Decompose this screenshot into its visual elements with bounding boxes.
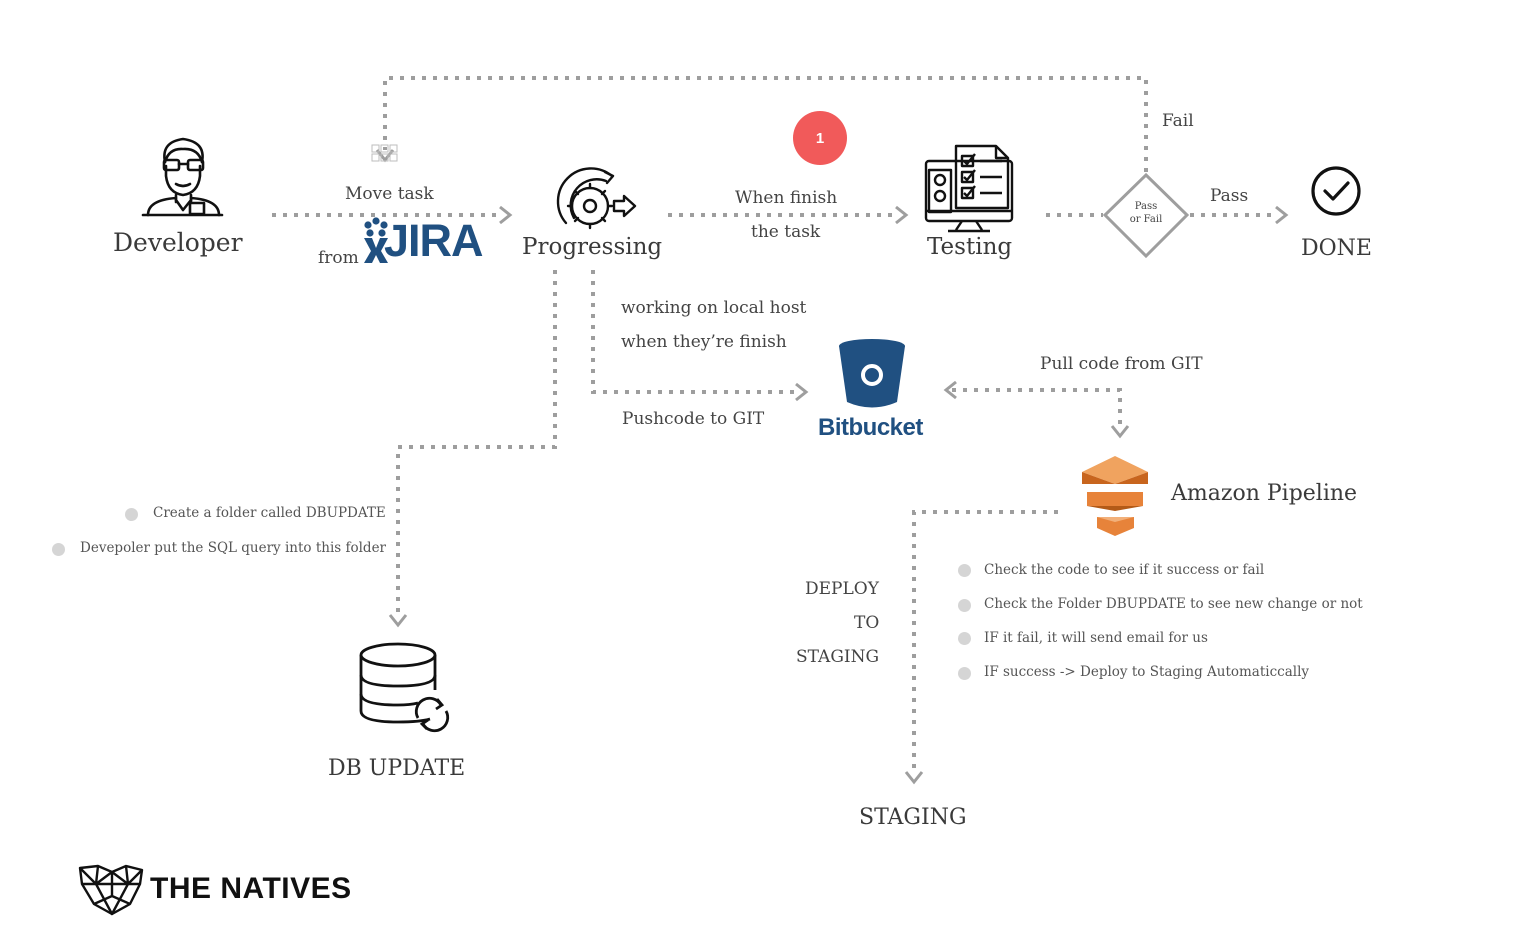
jira-logo-text: JIRA — [384, 215, 484, 266]
deploy-label-line1: DEPLOY — [805, 579, 879, 599]
bullet-dot — [958, 632, 971, 645]
when-theyre-finish-label: when they’re finish — [621, 332, 787, 352]
connector-fail-loop — [383, 76, 1148, 172]
bullet-dot — [52, 543, 65, 556]
db-note-1: Create a folder called DBUPDATE — [153, 505, 386, 521]
arrowhead-testing — [895, 205, 909, 225]
gear-process-icon — [556, 167, 637, 230]
amazon-pipeline-label: Amazon Pipeline — [1171, 481, 1358, 506]
working-local-label: working on local host — [621, 298, 807, 318]
arrowhead-fail-loop — [375, 149, 395, 163]
grid-icon — [371, 144, 398, 162]
when-finish-label: When finish — [735, 188, 838, 208]
arrowhead-staging — [904, 771, 924, 785]
connector-progressing-to-bitbucket — [591, 270, 798, 394]
the-natives-logo-icon — [78, 864, 144, 916]
done-check-icon — [1311, 166, 1361, 216]
decision-label-line1: Pass — [1134, 201, 1158, 212]
amazon-pipeline-icon — [1082, 456, 1148, 536]
bitbucket-logo-text: Bitbucket — [818, 414, 923, 441]
progressing-label: Progressing — [522, 234, 663, 260]
pushcode-label: Pushcode to GIT — [622, 409, 765, 429]
done-label: DONE — [1301, 236, 1372, 261]
arrowhead-bitbucket-left — [943, 380, 957, 400]
pass-label: Pass — [1210, 186, 1249, 206]
the-task-label: the task — [751, 222, 821, 242]
db-note-2: Devepoler put the SQL query into this fo… — [80, 540, 387, 556]
developer-label: Developer — [113, 228, 243, 257]
connector-bitbucket-pipeline — [952, 388, 1122, 428]
bullet-dot — [958, 599, 971, 612]
testing-label: Testing — [927, 234, 1013, 260]
pipeline-note-2: Check the Folder DBUPDATE to see new cha… — [984, 596, 1363, 612]
decision-label: Pass or Fail — [1116, 200, 1176, 226]
arrowhead-db-update — [388, 614, 408, 628]
deploy-label-line2: TO — [854, 613, 880, 633]
pull-code-label: Pull code from GIT — [1040, 354, 1203, 374]
connector-progressing-to-db-update — [396, 270, 557, 615]
step-badge: 1 — [793, 111, 847, 165]
pipeline-note-1: Check the code to see if it success or f… — [984, 562, 1265, 578]
the-natives-logo-text: THE NATIVES — [150, 872, 352, 905]
pipeline-note-3: IF it fail, it will send email for us — [984, 630, 1208, 646]
bullet-dot — [125, 508, 138, 521]
pipeline-note-4: IF success -> Deploy to Staging Automati… — [984, 664, 1310, 680]
from-label: from — [318, 248, 359, 268]
move-task-label: Move task — [345, 184, 434, 204]
jira-logo-icon — [364, 217, 388, 263]
fail-label: Fail — [1162, 111, 1194, 131]
connector-pipeline-to-staging — [912, 510, 1058, 772]
arrowhead-progressing — [499, 205, 513, 225]
database-sync-icon — [359, 642, 450, 733]
bitbucket-logo-icon — [839, 339, 905, 408]
arrowhead-done — [1275, 205, 1289, 225]
testing-checklist-icon — [924, 144, 1014, 233]
staging-label: STAGING — [859, 805, 967, 830]
arrowhead-pipeline — [1110, 425, 1130, 439]
deploy-label-line3: STAGING — [796, 647, 880, 667]
developer-icon — [141, 137, 224, 217]
bullet-dot — [958, 564, 971, 577]
decision-diamond — [1102, 172, 1190, 259]
arrowhead-bitbucket — [795, 382, 809, 402]
bullet-dot — [958, 667, 971, 680]
db-update-label: DB UPDATE — [328, 756, 466, 781]
decision-label-line2: or Fail — [1129, 214, 1163, 225]
